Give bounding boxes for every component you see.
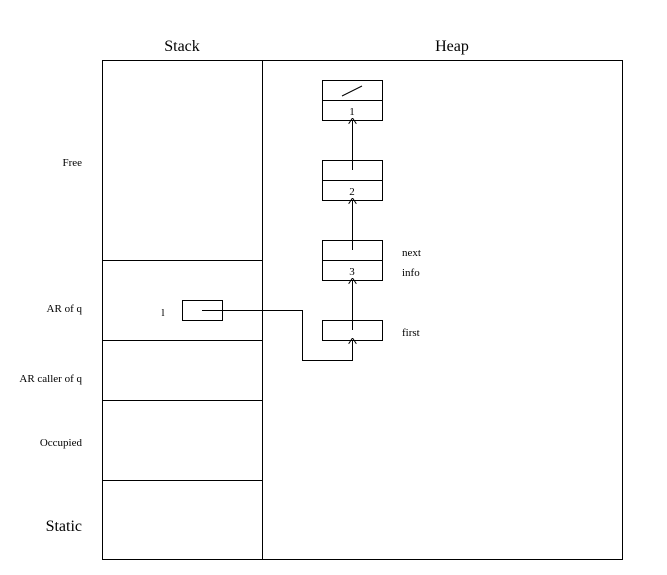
- heap-node-1: 1: [322, 80, 383, 121]
- null-pointer-slash: [341, 85, 363, 97]
- node-3-info: 3: [349, 266, 355, 278]
- variable-label-l: l: [161, 307, 164, 319]
- node-2-info: 2: [349, 186, 355, 198]
- label-next: next: [402, 247, 421, 259]
- label-ar-caller-of-q: AR caller of q: [19, 373, 82, 385]
- label-info: info: [402, 267, 420, 279]
- label-first: first: [402, 327, 420, 339]
- heap-area: [262, 60, 623, 560]
- arrow-l-to-first: [202, 310, 353, 361]
- node-1-info: 1: [349, 106, 355, 118]
- label-static: Static: [46, 518, 82, 535]
- label-occupied: Occupied: [40, 437, 83, 449]
- heap-header: Heap: [435, 38, 469, 55]
- label-free: Free: [62, 157, 82, 169]
- label-ar-of-q: AR of q: [47, 303, 83, 315]
- stack-header: Stack: [164, 38, 200, 55]
